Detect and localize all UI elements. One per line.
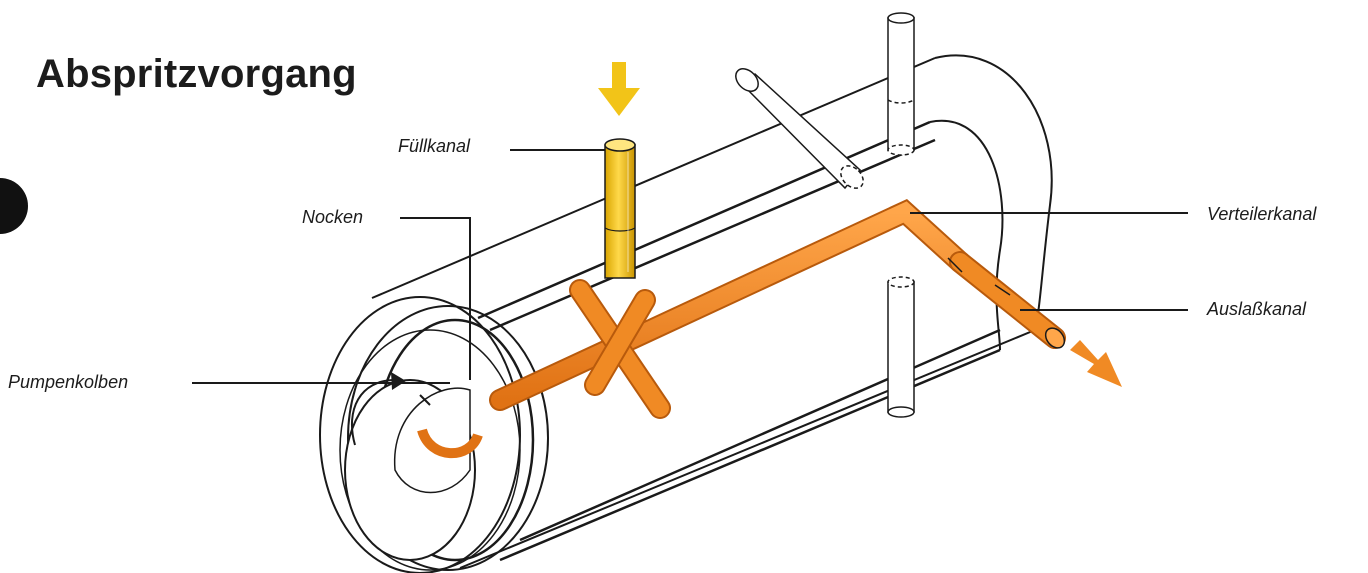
fill-arrow-icon [598, 62, 640, 116]
outlet-tubes [735, 12, 915, 418]
outlet-arrow-icon [1070, 340, 1122, 387]
label-fill-channel: Füllkanal [398, 136, 471, 156]
outlet-channel-detail [947, 257, 1066, 349]
leader-lines [192, 149, 1188, 384]
page-title: Abspritzvorgang [36, 52, 357, 96]
distributor-channel [489, 198, 1066, 419]
label-distributor-channel: Verteilerkanal [1207, 204, 1317, 224]
label-outlet-channel: Auslaßkanal [1207, 299, 1307, 319]
fill-channel [604, 138, 636, 279]
label-cam: Nocken [302, 207, 364, 227]
label-pump-piston: Pumpenkolben [8, 372, 129, 392]
pump-piston [344, 372, 483, 561]
